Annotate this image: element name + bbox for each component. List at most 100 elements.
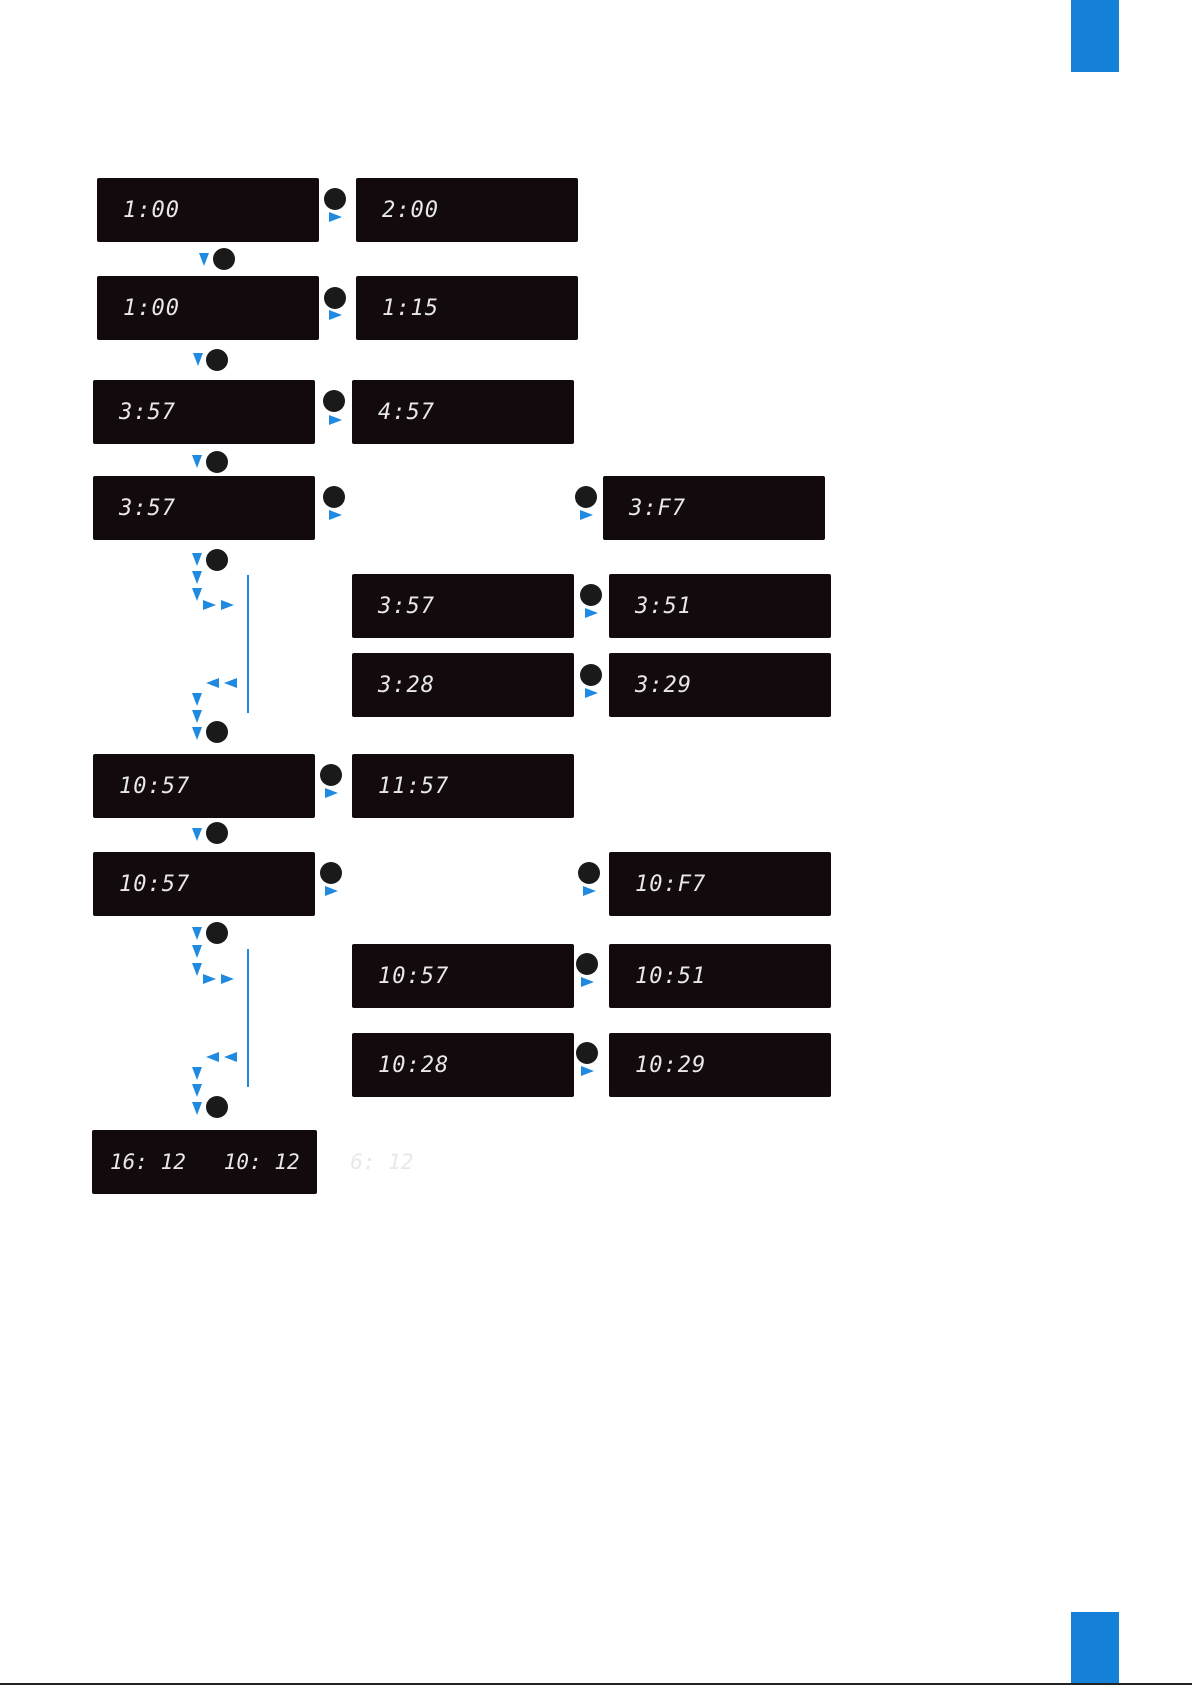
lcd-reading: 3:57 bbox=[93, 400, 176, 425]
lcd-display-hour-next: 4:57 bbox=[352, 380, 574, 444]
page-tab-top bbox=[1071, 0, 1119, 72]
lcd-reading: 10:29 bbox=[609, 1053, 706, 1078]
arrow-right-icon bbox=[329, 510, 342, 520]
arrow-right-icon bbox=[329, 310, 342, 320]
button-step-badge bbox=[206, 549, 228, 571]
arrow-down-icon bbox=[192, 945, 202, 958]
button-step-badge bbox=[323, 390, 345, 412]
arrow-right-icon bbox=[203, 974, 216, 984]
lcd-display-hour-next: 2:00 bbox=[356, 178, 578, 242]
arrow-down-icon bbox=[192, 571, 202, 584]
lcd-display-minute-blink: 1:00 bbox=[97, 276, 319, 340]
lcd-display-hour-next: 11:57 bbox=[352, 754, 574, 818]
arrow-right-icon bbox=[580, 510, 593, 520]
button-step-badge bbox=[206, 922, 228, 944]
arrow-right-icon bbox=[325, 788, 338, 798]
lcd-reading: 3:51 bbox=[609, 594, 692, 619]
arrow-right-icon bbox=[585, 688, 598, 698]
lcd-reading: 1:15 bbox=[356, 296, 439, 321]
button-step-badge bbox=[320, 862, 342, 884]
lcd-reading: 10:51 bbox=[609, 964, 706, 989]
button-step-badge bbox=[324, 188, 346, 210]
lcd-reading: 11:57 bbox=[352, 774, 449, 799]
arrow-down-icon bbox=[192, 588, 202, 601]
arrow-right-icon bbox=[329, 212, 342, 222]
arrow-right-icon bbox=[221, 974, 234, 984]
lcd-reading: 3:29 bbox=[609, 673, 692, 698]
lcd-display-value: 3:57 bbox=[352, 574, 574, 638]
lcd-reading: 10:57 bbox=[352, 964, 449, 989]
lcd-reading: 16: 12 10: 12 6: 12 bbox=[92, 1150, 413, 1174]
arrow-right-icon bbox=[581, 1066, 594, 1076]
lcd-reading: 4:57 bbox=[352, 400, 435, 425]
bracket-line bbox=[247, 575, 249, 713]
arrow-right-icon bbox=[221, 600, 234, 610]
lcd-display-channel: 3:57 bbox=[93, 476, 315, 540]
button-step-badge bbox=[320, 764, 342, 786]
lcd-reading: 3:57 bbox=[93, 496, 176, 521]
button-step-badge bbox=[324, 287, 346, 309]
arrow-left-icon bbox=[224, 678, 237, 688]
button-step-badge bbox=[206, 721, 228, 743]
lcd-display-hour-blink: 1:00 bbox=[97, 178, 319, 242]
button-step-badge bbox=[206, 451, 228, 473]
arrow-right-icon bbox=[585, 608, 598, 618]
lcd-display-value-next: 10:51 bbox=[609, 944, 831, 1008]
button-step-badge bbox=[206, 349, 228, 371]
lcd-display-value-next: 3:29 bbox=[609, 653, 831, 717]
lcd-display-value: 10:28 bbox=[352, 1033, 574, 1097]
lcd-display-value-next: 10:29 bbox=[609, 1033, 831, 1097]
lcd-display-channel-off: 10:F7 bbox=[609, 852, 831, 916]
arrow-down-icon bbox=[192, 828, 202, 841]
arrow-down-icon bbox=[192, 710, 202, 723]
button-step-badge bbox=[578, 862, 600, 884]
arrow-left-icon bbox=[224, 1052, 237, 1062]
button-step-badge bbox=[576, 953, 598, 975]
lcd-display-value-next: 3:51 bbox=[609, 574, 831, 638]
lcd-reading: 1:00 bbox=[97, 198, 180, 223]
lcd-reading: 10:F7 bbox=[609, 872, 706, 897]
button-step-badge bbox=[206, 1096, 228, 1118]
arrow-down-icon bbox=[192, 1102, 202, 1115]
arrow-right-icon bbox=[583, 886, 596, 896]
lcd-reading: 2:00 bbox=[356, 198, 439, 223]
button-step-badge bbox=[575, 486, 597, 508]
lcd-reading: 1:00 bbox=[97, 296, 180, 321]
arrow-down-icon bbox=[192, 727, 202, 740]
arrow-down-icon bbox=[199, 253, 209, 266]
bracket-line bbox=[247, 949, 249, 1087]
arrow-down-icon bbox=[192, 455, 202, 468]
arrow-right-icon bbox=[325, 886, 338, 896]
lcd-reading: 3:28 bbox=[352, 673, 435, 698]
button-step-badge bbox=[213, 248, 235, 270]
arrow-left-icon bbox=[206, 1052, 219, 1062]
arrow-down-icon bbox=[192, 927, 202, 940]
lcd-display-program-summary: 16: 12 10: 12 6: 12 bbox=[92, 1130, 317, 1194]
arrow-down-icon bbox=[193, 353, 203, 366]
lcd-reading: 10:57 bbox=[93, 774, 190, 799]
arrow-down-icon bbox=[192, 1067, 202, 1080]
arrow-down-icon bbox=[192, 693, 202, 706]
arrow-down-icon bbox=[192, 963, 202, 976]
lcd-reading: 10:28 bbox=[352, 1053, 449, 1078]
arrow-down-icon bbox=[192, 1084, 202, 1097]
lcd-display-value: 3:28 bbox=[352, 653, 574, 717]
button-step-badge bbox=[580, 664, 602, 686]
lcd-reading: 3:57 bbox=[352, 594, 435, 619]
button-step-badge bbox=[576, 1042, 598, 1064]
button-step-badge bbox=[323, 486, 345, 508]
lcd-display-channel-off: 3:F7 bbox=[603, 476, 825, 540]
lcd-display-minute-next: 1:15 bbox=[356, 276, 578, 340]
arrow-right-icon bbox=[203, 600, 216, 610]
lcd-display-channel: 10:57 bbox=[93, 852, 315, 916]
lcd-reading: 10:57 bbox=[93, 872, 190, 897]
arrow-right-icon bbox=[329, 415, 342, 425]
lcd-display-hour-blink: 3:57 bbox=[93, 380, 315, 444]
lcd-display-hour-blink: 10:57 bbox=[93, 754, 315, 818]
lcd-reading: 3:F7 bbox=[603, 496, 686, 521]
arrow-left-icon bbox=[206, 678, 219, 688]
button-step-badge bbox=[206, 822, 228, 844]
button-step-badge bbox=[580, 584, 602, 606]
page-tab-bottom bbox=[1071, 1612, 1119, 1685]
lcd-display-value: 10:57 bbox=[352, 944, 574, 1008]
